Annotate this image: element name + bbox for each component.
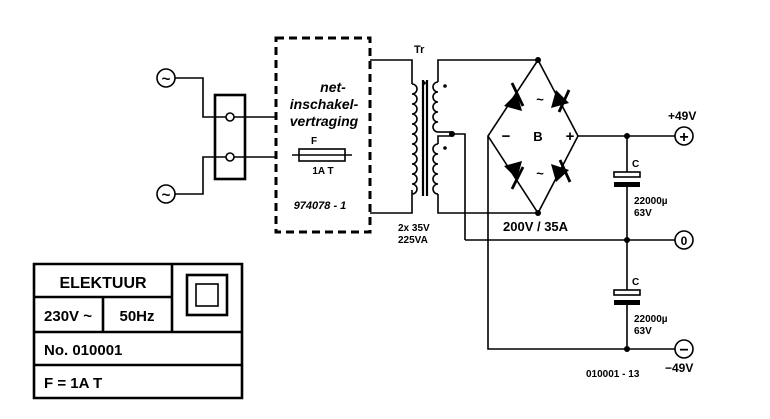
ac-symbol-top: ~ [162, 71, 171, 88]
transformer-rating1: 2x 35V [398, 223, 430, 234]
bridge-diode [504, 161, 525, 190]
plate-brand: ELEKTUUR [59, 275, 147, 292]
cap-top-voltage: 63V [634, 208, 652, 219]
ac-symbol-bottom: ~ [162, 187, 171, 204]
output-neg-symbol: − [679, 342, 688, 359]
bridge-ac1: ~ [536, 92, 544, 107]
bridge-ac2: ~ [536, 166, 544, 181]
output-neg-label: −49V [665, 361, 693, 375]
delay-part-number: 974078 - 1 [294, 200, 347, 212]
fuse-label: F [311, 136, 317, 147]
cap-bottom-label: C [632, 277, 639, 288]
bridge-plus: + [566, 128, 575, 145]
plate-frequency: 50Hz [119, 308, 154, 325]
capacitor-top: C 22000µ 63V [613, 136, 668, 240]
output-negative: − −49V [665, 339, 694, 375]
bridge-diode [504, 82, 525, 111]
bridge-minus: − [502, 128, 511, 145]
rating-plate: ELEKTUUR 230V ~ 50Hz No. 010001 F = 1A T [32, 262, 244, 400]
cap-bottom-voltage: 63V [634, 326, 652, 337]
delay-module: net- inschakel- vertraging F 1A T 974078… [274, 36, 372, 234]
bridge-diode [551, 89, 571, 113]
cap-top-label: C [632, 159, 639, 170]
output-positive: + +49V [668, 109, 696, 146]
ac-input-top: ~ [156, 68, 230, 118]
cap-top-value: 22000µ [634, 196, 668, 207]
plate-voltage: 230V ~ [44, 308, 92, 325]
bridge-diode [551, 159, 572, 183]
output-gnd-symbol: 0 [681, 234, 688, 248]
output-pos-symbol: + [679, 129, 688, 146]
plate-fuse: F = 1A T [44, 375, 102, 392]
transformer-rating2: 225VA [398, 235, 428, 246]
fuse-rating: 1A T [312, 166, 333, 177]
transformer-label: Tr [414, 44, 425, 56]
delay-line2: inschakel- [290, 96, 359, 112]
bridge-rating: 200V / 35A [503, 219, 569, 234]
plate-number: No. 010001 [44, 342, 122, 359]
capacitor-bottom: C 22000µ 63V [613, 240, 668, 349]
delay-line1: net- [320, 79, 346, 95]
double-insulation-icon [185, 273, 229, 317]
transformer: Tr 2x 35V 225VA [398, 44, 447, 246]
output-pos-label: +49V [668, 109, 696, 123]
bridge-label: B [533, 129, 542, 144]
output-ground: 0 [674, 230, 694, 250]
bridge-rectifier: B + − ~ ~ 200V / 35A [487, 57, 579, 234]
terminal-block [213, 93, 247, 181]
figure-code: 010001 - 13 [586, 369, 640, 380]
cap-bottom-value: 22000µ [634, 314, 668, 325]
ac-input-bottom: ~ [156, 156, 230, 204]
delay-line3: vertraging [290, 113, 359, 129]
